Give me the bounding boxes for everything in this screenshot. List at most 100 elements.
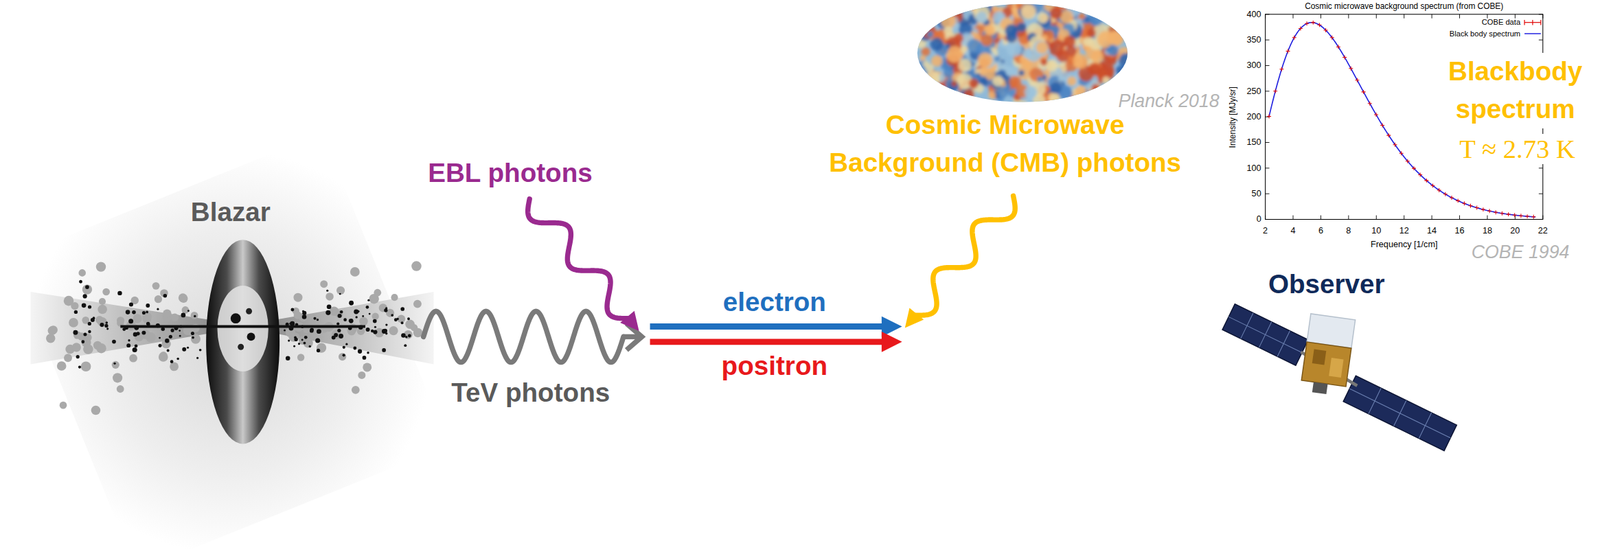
dust-grain xyxy=(186,346,189,349)
anisotropy-spot xyxy=(1024,85,1038,99)
anisotropy-spot xyxy=(980,33,993,47)
dust-grain xyxy=(180,313,186,318)
data-point xyxy=(1361,89,1366,95)
anisotropy-spot xyxy=(1073,53,1089,69)
jet-lobe xyxy=(266,291,434,365)
dust-grain xyxy=(383,308,388,312)
anisotropy-spot xyxy=(927,30,934,38)
data-point xyxy=(1411,166,1416,171)
dust-grain xyxy=(187,309,190,312)
ebl-label: EBL photons xyxy=(427,157,593,189)
dust-grain xyxy=(87,322,92,326)
anisotropy-spot xyxy=(1045,59,1059,73)
tick-mark xyxy=(1431,14,1433,19)
tick-mark xyxy=(1431,215,1433,220)
data-point xyxy=(1386,133,1391,138)
anisotropy-spot xyxy=(1088,10,1104,27)
dust-grain xyxy=(325,310,331,316)
anisotropy-spot xyxy=(984,24,996,36)
gas-cloud xyxy=(288,332,299,342)
x-tick-label: 2 xyxy=(1262,225,1268,237)
core-clump xyxy=(245,308,253,315)
dust-grain xyxy=(127,339,130,342)
dust-grain xyxy=(78,280,83,284)
core-clump xyxy=(247,332,256,341)
gas-cloud xyxy=(336,286,345,295)
positron-arrow xyxy=(650,338,886,345)
dust-grain xyxy=(99,322,104,327)
gas-cloud xyxy=(390,293,398,301)
gas-cloud xyxy=(335,310,344,318)
y-tick-label: 350 xyxy=(1247,35,1262,46)
gas-cloud xyxy=(81,361,92,372)
data-point xyxy=(1512,212,1517,217)
x-tick-label: 4 xyxy=(1290,225,1296,237)
gas-cloud xyxy=(388,326,398,336)
dust-grain xyxy=(129,302,134,307)
x-tick-label: 22 xyxy=(1538,225,1548,237)
gas-cloud xyxy=(190,324,200,333)
dust-grain xyxy=(283,328,286,331)
dust-grain xyxy=(316,318,319,321)
tev-label: TeV photons xyxy=(451,377,610,408)
gas-cloud xyxy=(357,371,366,380)
data-point xyxy=(1367,101,1373,106)
dust-grain xyxy=(339,310,344,314)
gas-cloud xyxy=(372,313,380,320)
anisotropy-spot xyxy=(1087,28,1096,38)
panel-face xyxy=(1222,304,1309,367)
gas-cloud xyxy=(56,361,67,371)
dust-grain xyxy=(372,329,377,334)
anisotropy-spot xyxy=(1032,40,1049,57)
gas-cloud xyxy=(169,361,179,371)
map-anisotropies xyxy=(914,0,1134,108)
dust-grain xyxy=(132,347,138,353)
dust-grain xyxy=(131,310,136,315)
tick-mark xyxy=(1403,14,1405,19)
gas-cloud xyxy=(362,362,372,372)
gas-cloud xyxy=(116,316,125,325)
gas-cloud xyxy=(179,294,188,303)
dust-grain xyxy=(78,365,82,369)
cmb-label: Cosmic Microwave Background (CMB) photon… xyxy=(816,106,1195,182)
dust-grain xyxy=(368,313,371,316)
dust-grain xyxy=(131,311,136,315)
dust-grain xyxy=(352,346,357,351)
dust-grain xyxy=(401,321,404,325)
dust-grain xyxy=(289,322,292,325)
anisotropy-spot xyxy=(920,54,927,62)
body-detail xyxy=(1328,357,1344,378)
tick-mark xyxy=(1347,215,1349,220)
arrowhead xyxy=(905,307,924,328)
data-point xyxy=(1475,206,1480,211)
gas-cloud xyxy=(48,326,57,336)
dust-grain xyxy=(166,349,170,353)
dust-grain xyxy=(178,329,181,332)
dust-grain xyxy=(400,306,405,312)
dust-grain xyxy=(348,300,354,306)
gas-cloud xyxy=(102,288,110,296)
dust-grain xyxy=(134,344,139,348)
dust-grain xyxy=(199,348,202,352)
electron-label: electron xyxy=(723,287,827,318)
gas-cloud xyxy=(96,343,106,353)
dust-grain xyxy=(337,313,342,318)
gas-cloud xyxy=(63,353,73,362)
data-point xyxy=(1266,114,1272,119)
gas-cloud xyxy=(161,339,171,349)
jet-line xyxy=(120,325,366,329)
data-point xyxy=(1317,22,1322,27)
tick-mark xyxy=(1376,215,1377,220)
tick-mark xyxy=(1542,215,1544,220)
gas-cloud xyxy=(373,289,382,297)
anisotropy-spot xyxy=(1107,44,1119,56)
dust-grain xyxy=(126,343,131,348)
dust-grain xyxy=(396,317,399,321)
jet-lobe xyxy=(30,291,220,365)
blazar-label: Blazar xyxy=(190,197,271,228)
anisotropy-spot xyxy=(929,37,944,52)
dust-grain xyxy=(81,339,85,344)
dust-grain xyxy=(190,331,195,336)
data-point xyxy=(1348,66,1353,71)
anisotropy-spot xyxy=(957,58,971,72)
